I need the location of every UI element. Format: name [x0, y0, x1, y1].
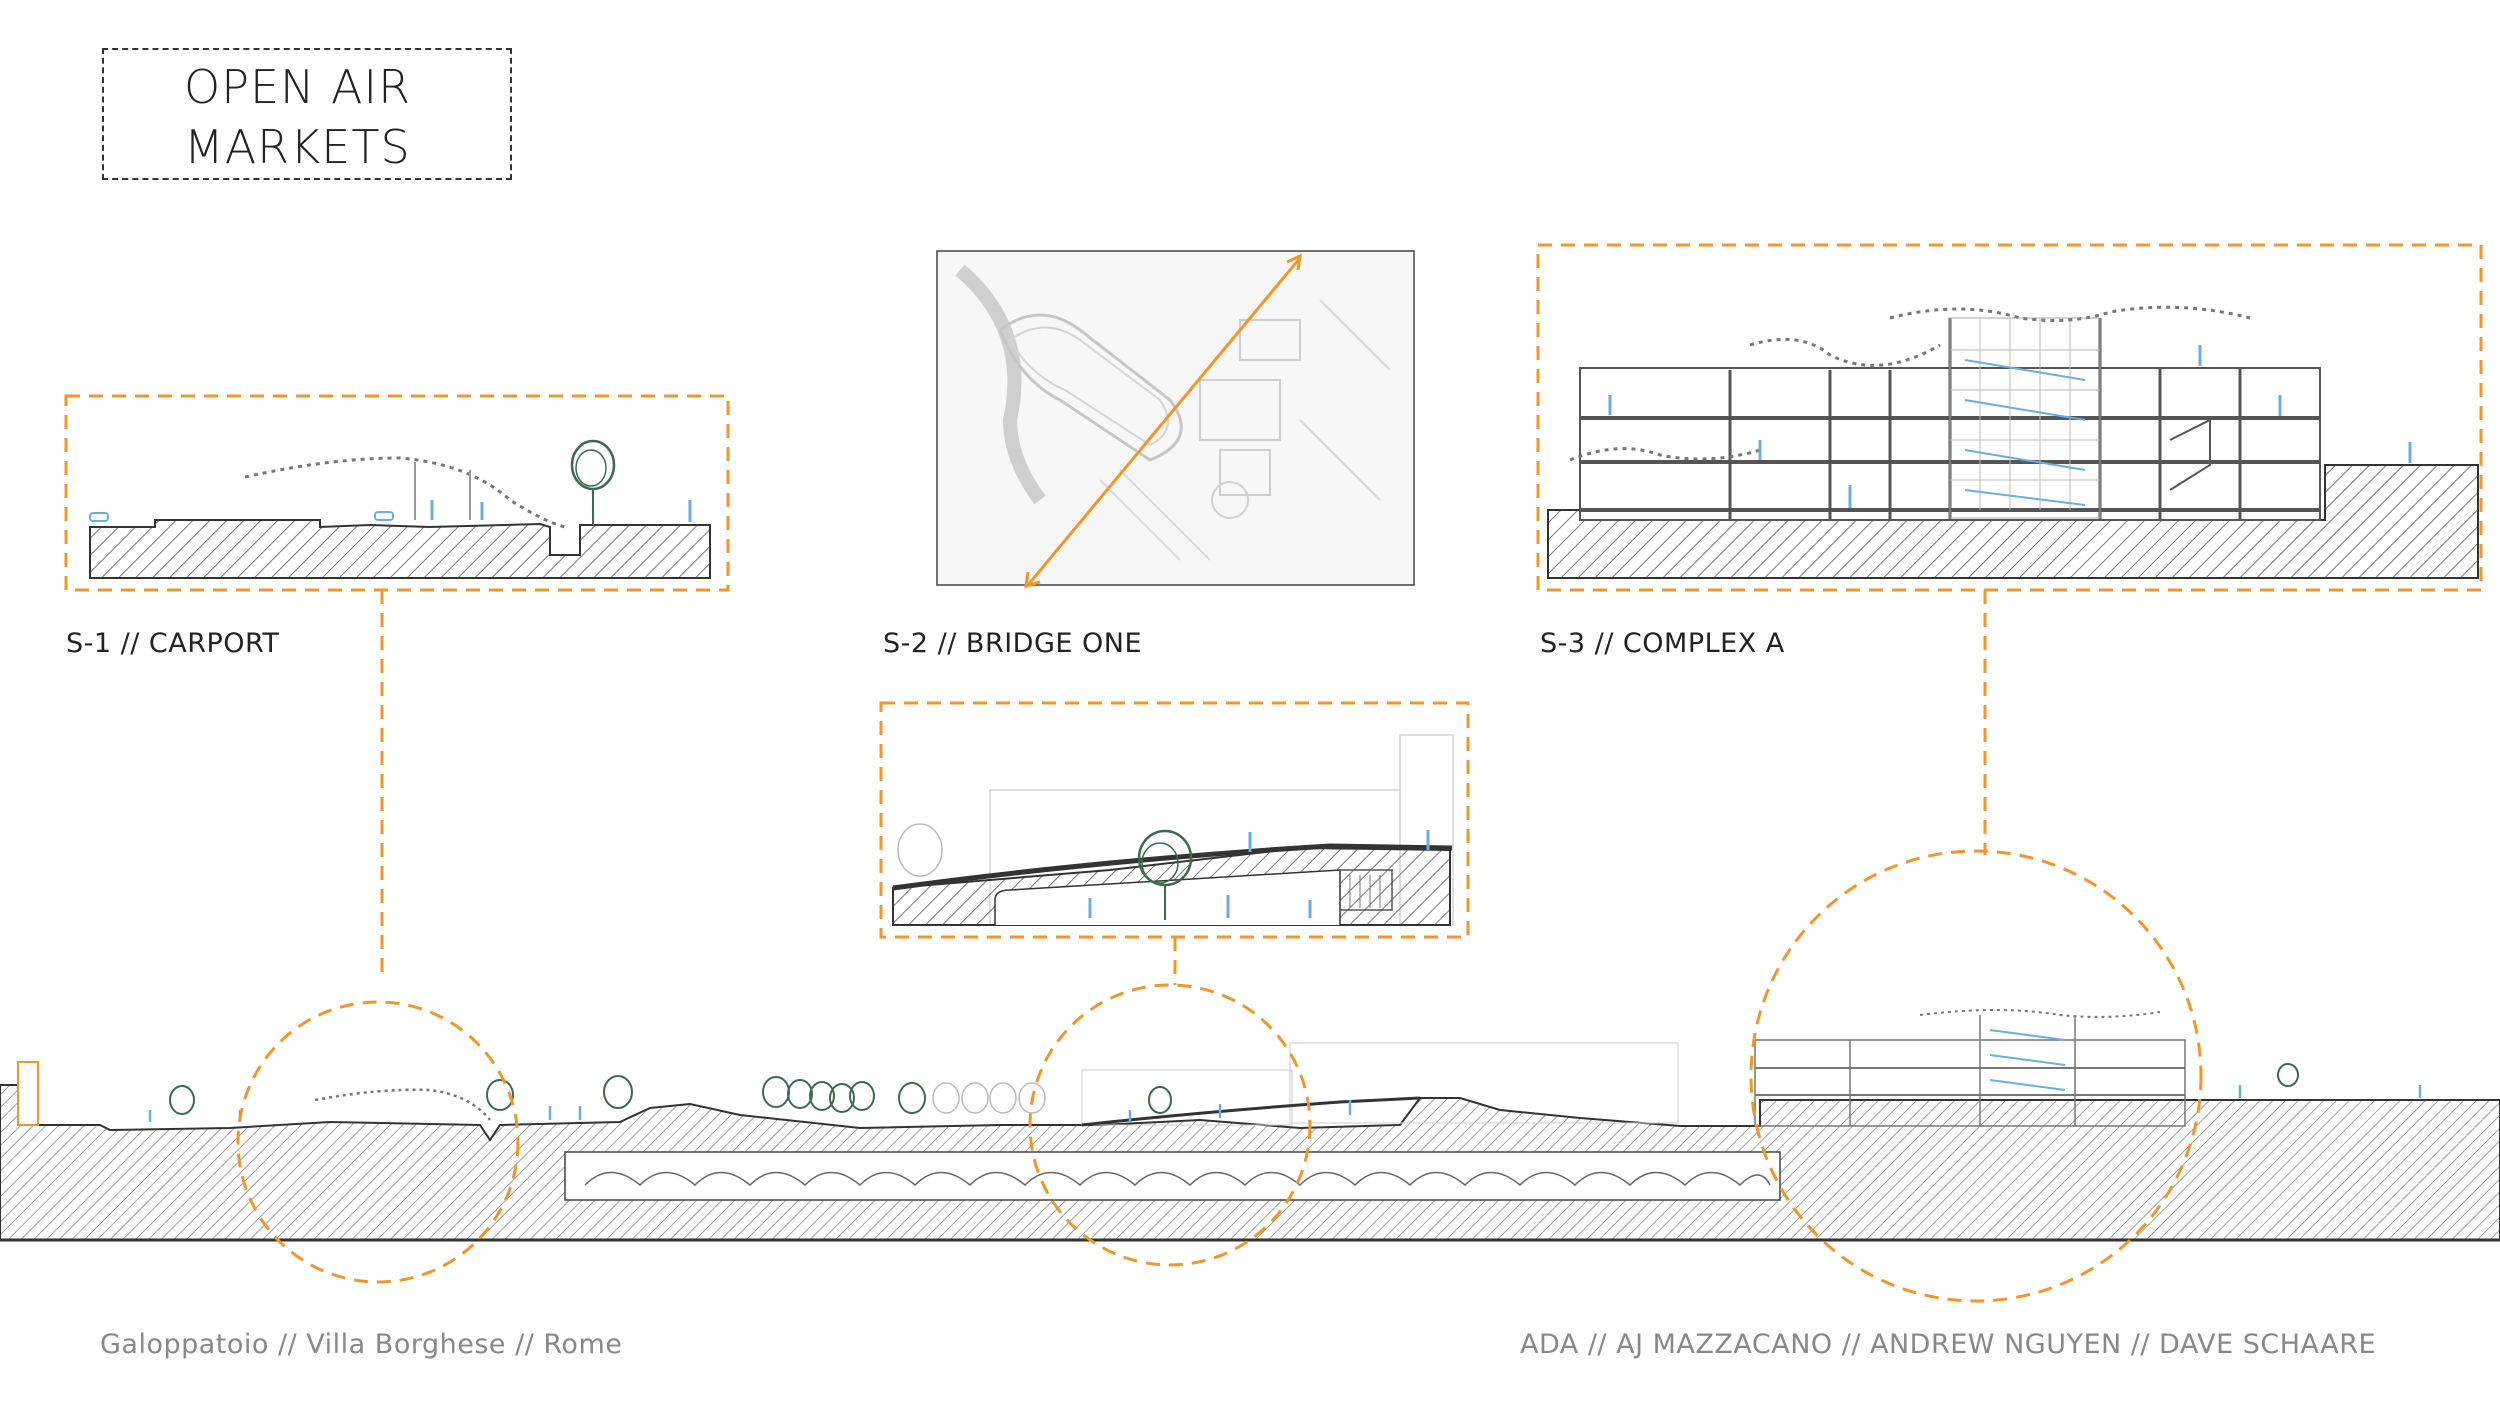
callout-circle-bridge [1028, 983, 1312, 1267]
ground-carport [89, 519, 711, 579]
tree-icon [2277, 1063, 2299, 1087]
tree-icon [486, 1079, 514, 1111]
section-label-complex-a: S-3 // COMPLEX A [1540, 628, 1785, 659]
footer-location: Galoppatoio // Villa Borghese // Rome [100, 1329, 623, 1360]
callout-circle-carport [236, 1000, 520, 1284]
underground-arcade [564, 1151, 1781, 1201]
site-plan-map [936, 250, 1415, 589]
section-label-carport: S-1 // CARPORT [66, 628, 280, 659]
title-box: OPEN AIR MARKETS [102, 48, 512, 180]
callout-circle-complex [1749, 849, 2203, 1303]
tree-icon [570, 439, 616, 491]
detail-frame-complex [1536, 243, 2483, 592]
section-cut-line [1026, 257, 1302, 586]
car-icon [89, 512, 109, 522]
tree-icon [603, 1075, 633, 1109]
roof-canopy [1889, 305, 2251, 322]
tree-icon [762, 1076, 790, 1108]
car-icon [374, 511, 394, 521]
arrow-up-icon [1286, 253, 1302, 271]
bridge-deck [892, 843, 1453, 891]
tree-icon [169, 1085, 195, 1115]
section-label-bridge-one: S-2 // BRIDGE ONE [883, 628, 1143, 659]
detail-bridge-one [879, 701, 1470, 985]
title-line-2: MARKETS [184, 120, 411, 174]
footer-credits: ADA // AJ MAZZACANO // ANDREW NGUYEN // … [1520, 1329, 2377, 1360]
arrow-down-icon [1024, 571, 1041, 589]
long-section [0, 849, 2500, 1303]
detail-complex-a [1536, 243, 2483, 855]
detail-frame-carport [64, 394, 730, 592]
title-line-1: OPEN AIR [184, 60, 412, 114]
ground-complex [1547, 464, 2479, 579]
detail-carport [64, 394, 730, 975]
carport-canopy [244, 456, 566, 529]
